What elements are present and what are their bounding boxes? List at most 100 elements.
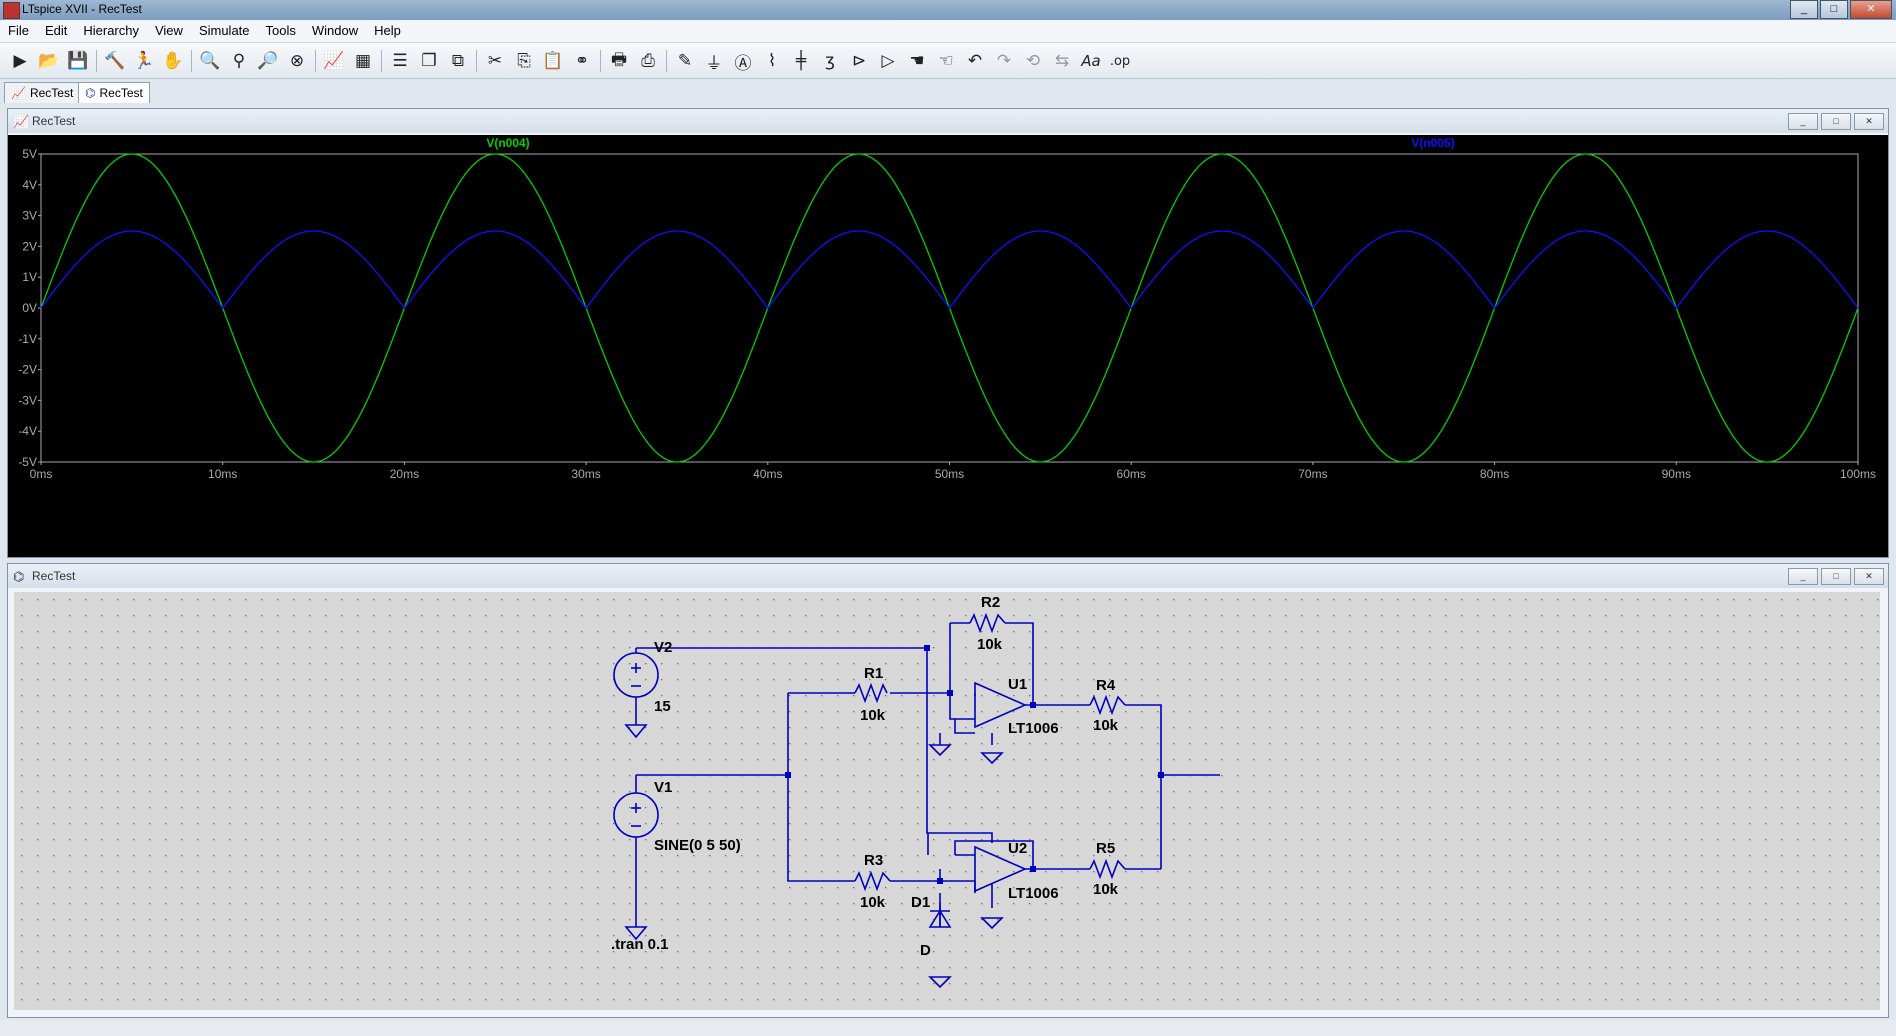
capacitor-icon[interactable]: ╪ [795,51,807,71]
voltage-source-v1[interactable] [613,775,659,941]
ground-symbol [928,744,952,757]
label-net-icon[interactable]: Ⓐ [734,53,752,74]
component-icon[interactable]: ▷ [881,51,895,71]
menu-edit[interactable]: Edit [44,23,68,38]
opamp-u2[interactable] [974,845,1027,893]
x-tick-label: 0ms [30,467,53,481]
text-icon[interactable]: Aa [1081,52,1101,70]
title-bar: LTspice XVII - RecTest _ □ ✕ [0,0,1896,20]
menu-help[interactable]: Help [374,23,401,38]
menu-window[interactable]: Window [311,23,359,38]
x-tick-label: 90ms [1662,467,1691,481]
plot-background [8,135,1888,557]
trace-v-n005-[interactable] [40,230,1859,310]
menu-hierarchy[interactable]: Hierarchy [83,23,139,38]
y-tick-label: 5V [22,147,37,161]
opamp-u1[interactable] [974,681,1027,729]
resistor-r4[interactable] [1089,694,1126,716]
drag-icon[interactable]: ☜ [938,51,954,71]
x-tick-label: 60ms [1117,467,1146,481]
pane-close-button[interactable]: ✕ [1854,568,1884,585]
toolbar: ▶ 📂 💾 🔨 🏃 ✋ 🔍 ⚲ 🔎 ⊗ 📈 ▦ ☰ ❐ ⧉ ✂ ⎘ 📋 ⚭ 🖶 … [0,43,1896,79]
label-r5-name: R5 [1096,840,1115,857]
move-icon[interactable]: ☚ [909,51,925,71]
rotate-icon[interactable]: ⟲ [1025,51,1041,71]
halt-icon[interactable]: 🏃 [133,51,155,71]
label-u1-model: LT1006 [1008,720,1059,737]
schematic-icon: ⌬ [13,569,25,584]
pane-close-button[interactable]: ✕ [1854,113,1884,130]
y-tick-label: -1V [18,332,37,346]
y-tick-label: 2V [22,239,37,253]
grid-icon[interactable]: ▦ [354,51,372,71]
legend-v-n005[interactable]: V(n005) [1411,136,1454,150]
y-tick-label: -5V [18,455,37,469]
menu-simulate[interactable]: Simulate [198,23,250,38]
pane-minimize-button[interactable]: _ [1788,113,1818,130]
copy-icon[interactable]: ⎘ [517,51,531,71]
undo-icon[interactable]: ↶ [967,51,983,71]
legend-v-n004[interactable]: V(n004) [486,136,529,150]
draw-wire-icon[interactable]: ✎ [677,51,693,71]
zoom-in-icon[interactable]: 🔍 [199,51,221,71]
maximize-button[interactable]: □ [1820,0,1848,19]
pane-maximize-button[interactable]: □ [1821,568,1851,585]
y-tick-label: -3V [18,393,37,407]
tab-waveform[interactable]: 📈 RecTest [4,82,81,103]
pan-icon[interactable]: ✋ [162,51,184,71]
diode-icon[interactable]: ⊳ [851,51,867,71]
menu-file[interactable]: File [8,23,29,38]
close-button[interactable]: ✕ [1850,0,1892,19]
print-setup-icon[interactable]: ⎙ [641,51,655,71]
menu-tools[interactable]: Tools [265,23,296,38]
pane-minimize-button[interactable]: _ [1788,568,1818,585]
tab-label: RecTest [99,86,143,100]
inductor-icon[interactable]: ʒ [825,51,835,71]
app-icon [3,2,20,19]
document-tabs: 📈 RecTest ⌬ RecTest [0,80,1896,104]
cut-icon[interactable]: ✂ [487,51,503,71]
minimize-button[interactable]: _ [1790,0,1818,19]
voltage-source-v2[interactable] [613,648,659,739]
print-icon[interactable]: 🖶 [610,49,628,70]
resistor-r5[interactable] [1089,858,1126,880]
mirror-icon[interactable]: ⇆ [1054,51,1070,71]
y-tick-label: 0V [22,301,37,315]
zoom-area-icon[interactable]: ⚲ [232,51,246,71]
schematic-canvas[interactable]: V2 15 V1 SINE(0 5 50) .tran 0.1 R1 10k R… [14,592,1880,1010]
x-tick-label: 50ms [935,467,964,481]
tile-horizontal-icon[interactable]: ☰ [392,51,408,71]
zoom-fit-icon[interactable]: ⊗ [289,51,305,71]
label-tran-directive[interactable]: .tran 0.1 [611,936,669,953]
y-tick-label: 3V [22,209,37,223]
ground-symbol [928,976,952,989]
x-tick-label: 100ms [1840,467,1876,481]
open-icon[interactable]: 📂 [38,51,60,71]
paste-icon[interactable]: 📋 [542,51,564,71]
control-panel-icon[interactable]: 🔨 [104,51,126,71]
autorange-icon[interactable]: 📈 [323,51,345,71]
find-icon[interactable]: ⚭ [574,51,590,71]
zoom-out-icon[interactable]: 🔎 [257,51,279,71]
diode-d1[interactable] [928,903,952,928]
resistor-r2[interactable] [969,612,1006,634]
cascade-icon[interactable]: ❐ [421,51,437,71]
label-d1-name: D1 [911,894,930,911]
resistor-r1[interactable] [854,682,888,704]
pane-maximize-button[interactable]: □ [1821,113,1851,130]
ground-symbol [980,752,1004,765]
redo-icon[interactable]: ↷ [996,51,1012,71]
tile-vertical-icon[interactable]: ⧉ [451,51,465,71]
resistor-r3[interactable] [854,870,891,892]
save-icon[interactable]: 💾 [67,51,89,71]
run-icon[interactable]: ▶ [13,51,27,71]
label-r1-name: R1 [864,665,883,682]
ground-icon[interactable]: ⏚ [705,53,723,74]
tab-schematic[interactable]: ⌬ RecTest [78,82,150,103]
resistor-icon[interactable]: ⌇ [767,51,777,71]
menu-view[interactable]: View [154,23,183,38]
label-v1-value: SINE(0 5 50) [654,837,741,854]
spice-directive-icon[interactable]: .op [1109,53,1131,69]
y-tick-label: -2V [18,363,37,377]
